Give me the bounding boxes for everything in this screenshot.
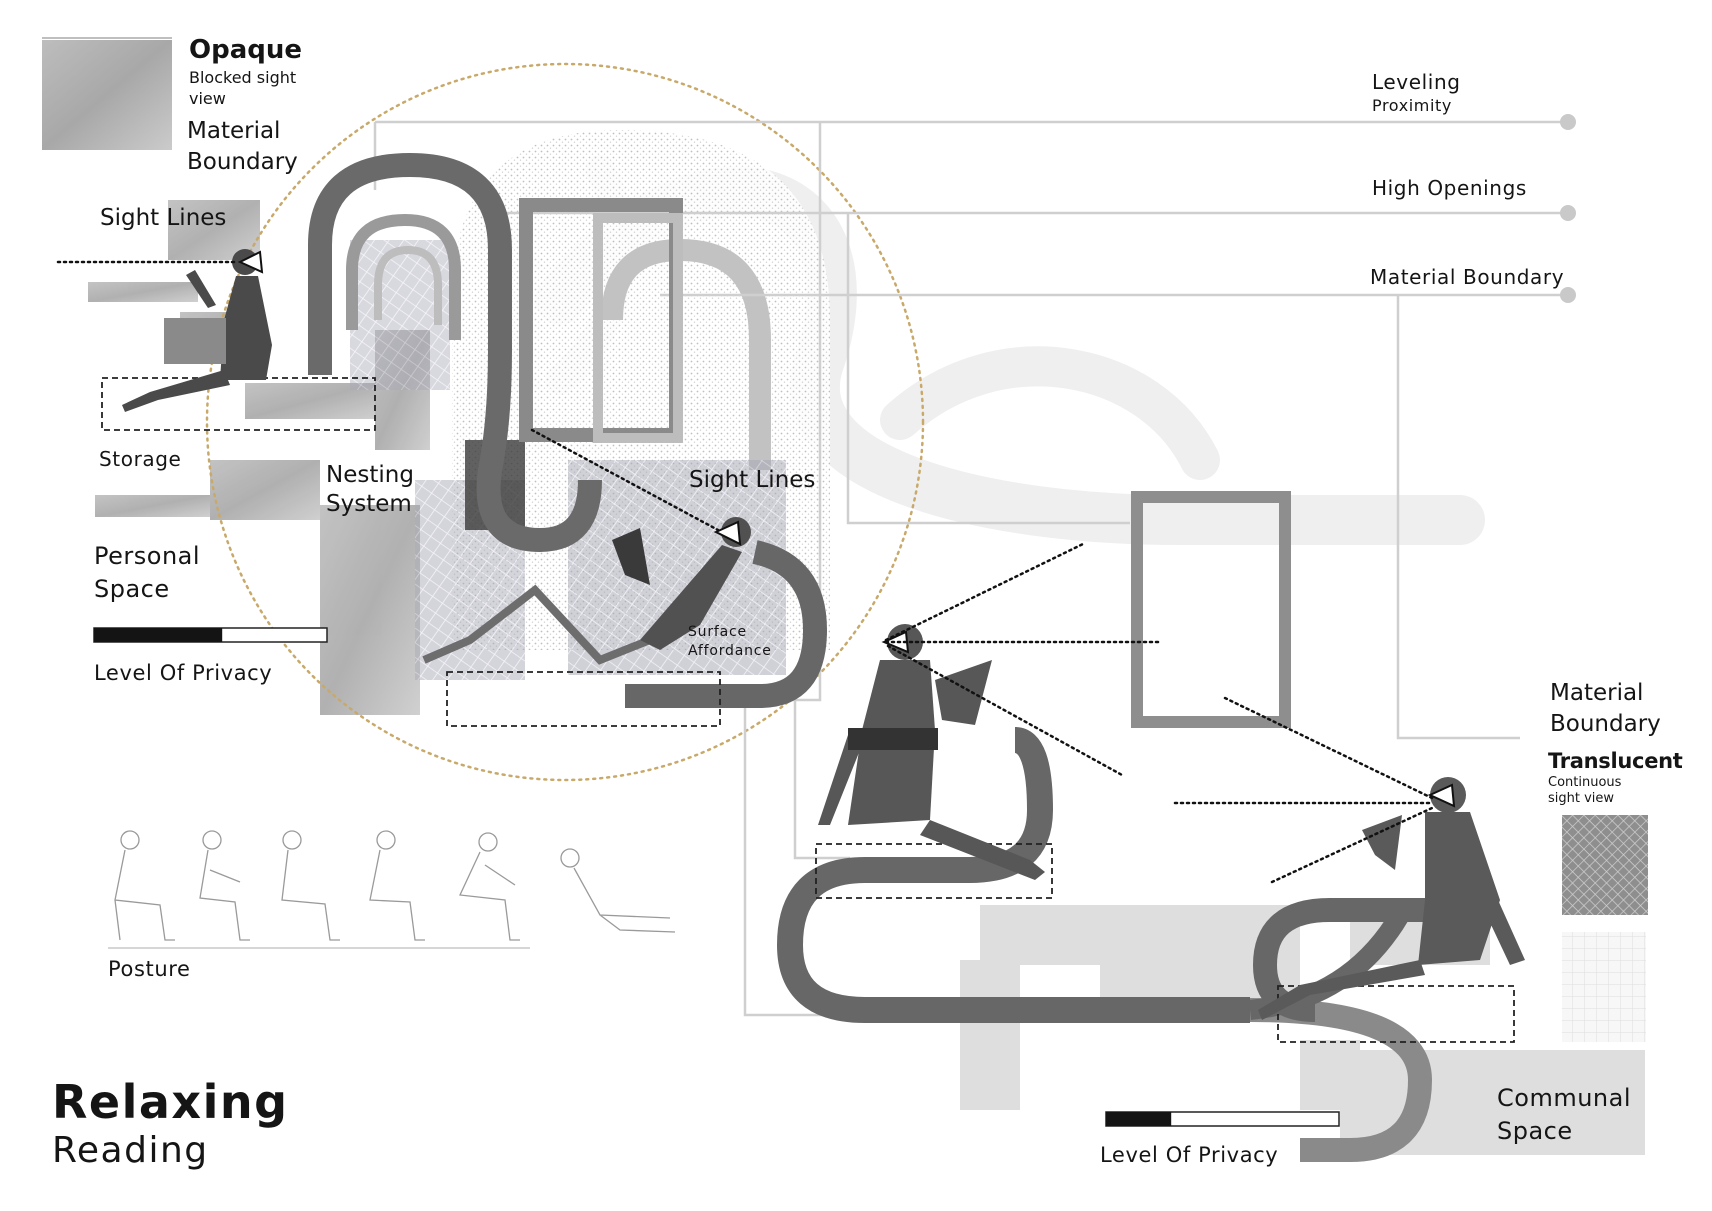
opaque-label: Material Boundary <box>187 118 298 175</box>
nesting-system-label: Nesting System <box>326 462 414 517</box>
proximity-label: Proximity <box>1372 96 1452 115</box>
leveling-label: Leveling <box>1372 70 1461 94</box>
privacy-bar <box>1105 1111 1340 1127</box>
opaque-title: Opaque <box>189 35 303 65</box>
material-boundary-line-label: Material Boundary <box>1370 265 1565 289</box>
dashed-boxes <box>101 377 1515 1043</box>
translucent-swatch-mesh <box>1562 815 1648 915</box>
posture-label: Posture <box>108 957 191 981</box>
storage-label: Storage <box>99 447 182 471</box>
translucent-label: Material Boundary <box>1550 680 1661 737</box>
figure-middle-reading <box>818 624 1045 880</box>
sight-lines-left-label: Sight Lines <box>100 205 227 231</box>
page-subtitle: Reading <box>52 1130 209 1171</box>
translucent-desc: Continuous sight view <box>1548 775 1622 806</box>
nesting-arches <box>308 152 602 553</box>
page-title: Relaxing <box>52 1075 289 1129</box>
sight-lines <box>56 260 1434 884</box>
surface-affordance-label: Surface Affordance <box>688 624 772 659</box>
figure-left-laptop <box>122 249 272 412</box>
translucent-title: Translucent <box>1548 749 1683 773</box>
opaque-swatch <box>42 40 172 150</box>
window-frame-center-side <box>593 213 683 443</box>
guide-end-dots <box>1560 114 1576 303</box>
personal-space-label: Personal Space <box>94 542 201 603</box>
high-openings-label: High Openings <box>1372 176 1527 200</box>
figure-right-reading <box>1258 777 1525 1020</box>
posture-sketches <box>108 830 676 949</box>
privacy-bar <box>93 627 328 643</box>
privacy-label-right: Level Of Privacy <box>1100 1143 1279 1167</box>
window-frame-right <box>1131 491 1291 728</box>
communal-space-label: Communal Space <box>1497 1084 1631 1145</box>
sight-lines-center-label: Sight Lines <box>689 467 816 493</box>
privacy-label-left: Level Of Privacy <box>94 661 273 685</box>
personal-space-circle <box>205 62 925 782</box>
translucent-swatch-grid <box>1562 932 1646 1042</box>
opaque-desc: Blocked sight view <box>189 68 297 108</box>
lounge-surface <box>422 584 652 665</box>
